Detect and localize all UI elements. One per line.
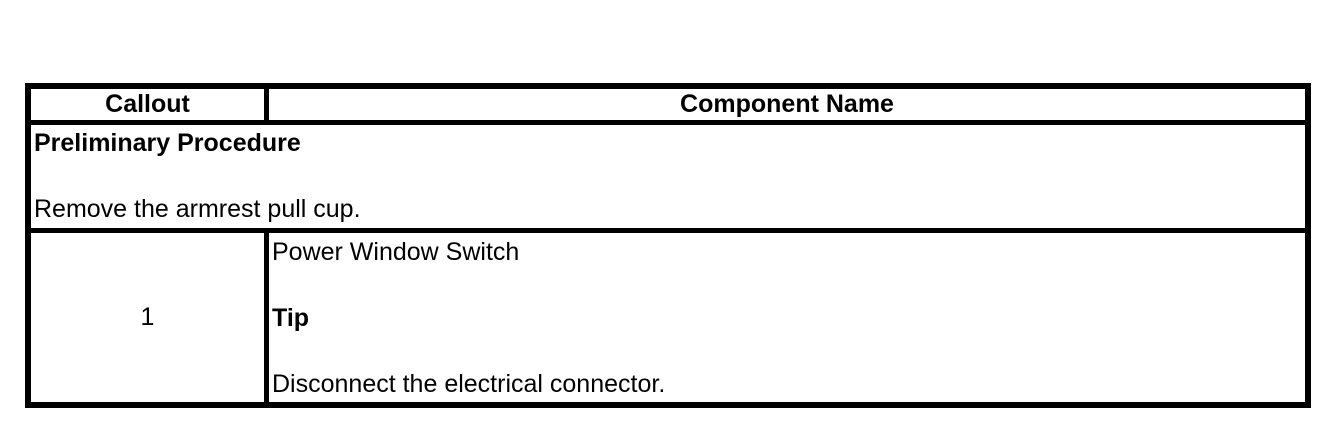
component-callout-table: Callout Component Name Preliminary Proce… (25, 83, 1311, 408)
header-cell-component-name: Component Name (269, 89, 1305, 125)
tip-instruction: Disconnect the electrical connector. (272, 370, 666, 398)
component-name-text: Power Window Switch (272, 238, 520, 266)
preliminary-procedure-title: Preliminary Procedure (34, 129, 301, 157)
blank-line (34, 160, 1301, 193)
blank-line (272, 269, 1301, 302)
component-name-cell: Power Window Switch Tip Disconnect the e… (269, 233, 1305, 402)
tip-label: Tip (272, 304, 310, 332)
blank-line (272, 335, 1301, 368)
callout-number-cell: 1 (31, 233, 269, 402)
header-cell-callout: Callout (31, 89, 269, 125)
preliminary-procedure-cell: Preliminary Procedure Remove the armrest… (31, 125, 1305, 233)
preliminary-procedure-instruction: Remove the armrest pull cup. (34, 195, 361, 223)
